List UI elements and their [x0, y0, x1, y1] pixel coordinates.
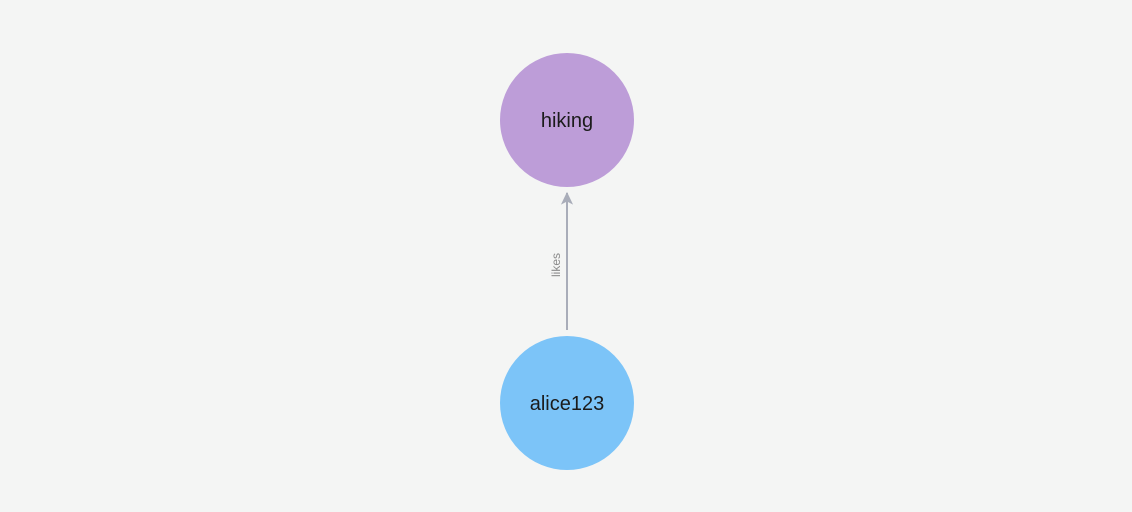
graph-node-hiking[interactable]: hiking: [500, 53, 634, 187]
edge-label-likes: likes: [549, 253, 563, 277]
node-circle-hiking[interactable]: [500, 53, 634, 187]
node-label-alice123: alice123: [530, 393, 605, 415]
graph-edge[interactable]: likes: [549, 191, 574, 330]
node-label-hiking: hiking: [541, 110, 593, 132]
node-circle-alice123[interactable]: [500, 336, 634, 470]
graph-node-alice123[interactable]: alice123: [500, 336, 634, 470]
